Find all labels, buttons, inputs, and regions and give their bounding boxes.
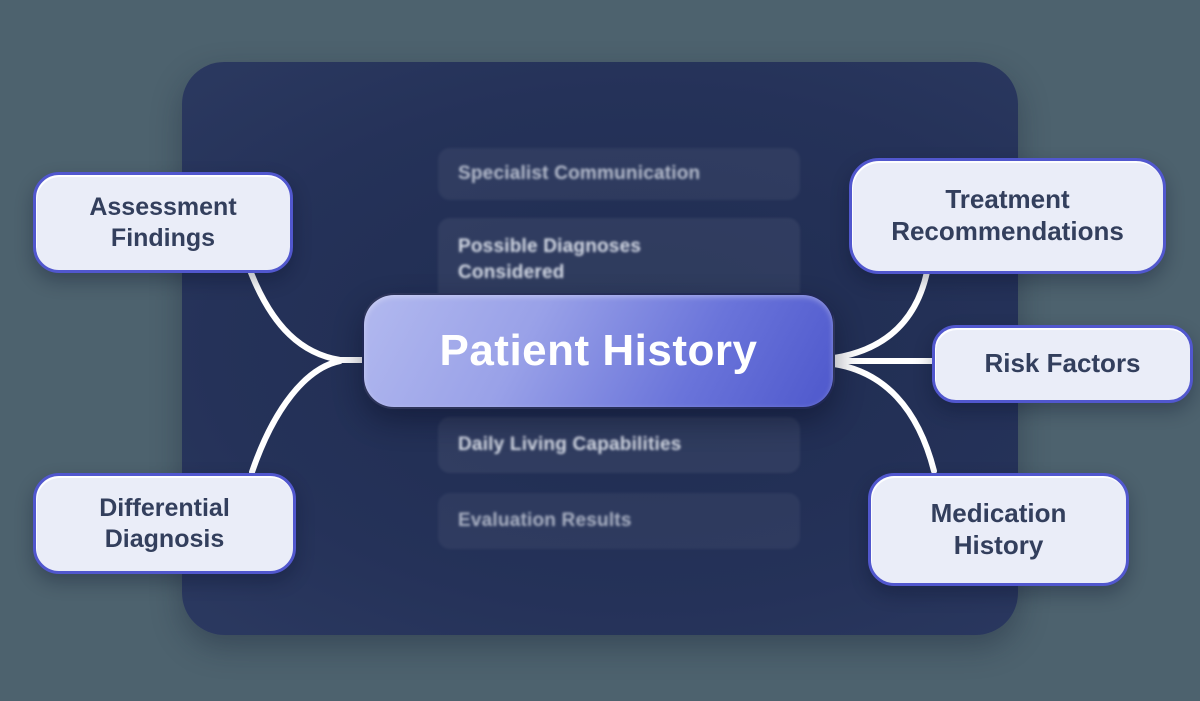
ghost-item-label: Evaluation Results (458, 510, 632, 531)
node-risk-factors[interactable]: Risk Factors (932, 325, 1193, 403)
ghost-item-specialist-communication[interactable]: Specialist Communication (438, 148, 800, 200)
node-medication-history[interactable]: Medication History (868, 473, 1129, 586)
ghost-item-evaluation-results[interactable]: Evaluation Results (438, 493, 800, 549)
node-treatment-recommendations[interactable]: Treatment Recommendations (849, 158, 1166, 274)
node-patient-history-label: Patient History (439, 326, 758, 375)
node-assessment-findings-label: Assessment Findings (89, 193, 237, 252)
ghost-item-label: Daily Living Capabilities (458, 434, 682, 455)
node-treatment-recommendations-label: Treatment Recommendations (891, 184, 1124, 246)
node-differential-diagnosis-label: Differential Diagnosis (99, 494, 230, 553)
ghost-item-daily-living-capabilities[interactable]: Daily Living Capabilities (438, 417, 800, 473)
node-assessment-findings[interactable]: Assessment Findings (33, 172, 293, 273)
node-patient-history[interactable]: Patient History (362, 293, 835, 409)
node-differential-diagnosis[interactable]: Differential Diagnosis (33, 473, 296, 574)
node-medication-history-label: Medication History (930, 497, 1067, 560)
ghost-item-label: Specialist Communication (458, 163, 701, 184)
node-risk-factors-label: Risk Factors (984, 348, 1141, 379)
ghost-item-label: Possible Diagnoses Considered (458, 236, 642, 283)
